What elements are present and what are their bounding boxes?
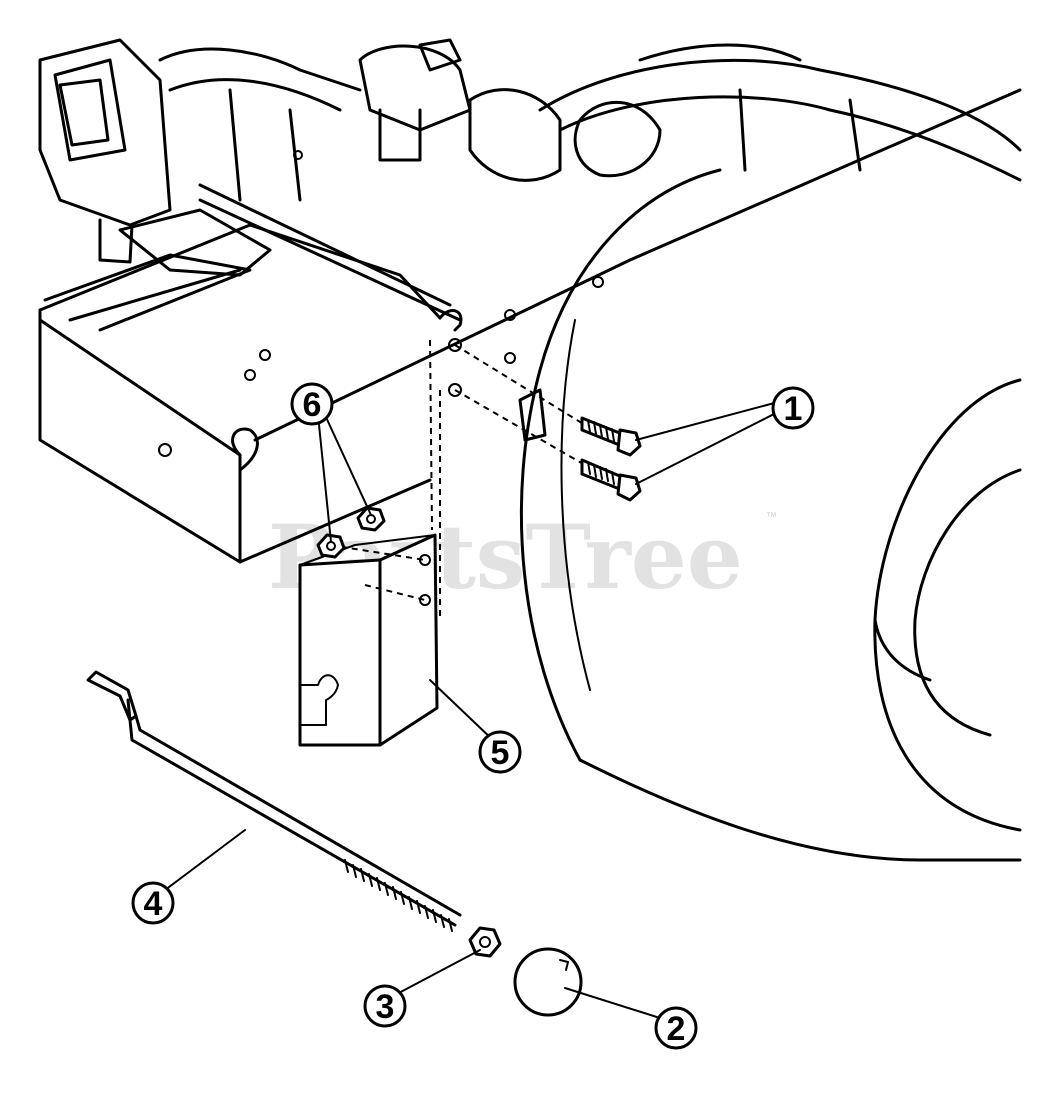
callout-label-2: 2 (667, 1010, 686, 1048)
watermark-trademark: ™ (766, 511, 777, 523)
knob (513, 947, 583, 1017)
callout-1: 1 (771, 386, 815, 430)
threaded-rod (86, 670, 462, 932)
engine-assembly (38, 38, 1022, 264)
callout-5: 5 (478, 730, 522, 774)
callout-4: 4 (131, 881, 175, 925)
rear-tire (519, 168, 1022, 862)
callout-2: 2 (654, 1006, 698, 1050)
frame-rail (38, 88, 1022, 564)
hex-nut (468, 926, 502, 958)
callout-label-4: 4 (144, 885, 163, 923)
callout-label-6: 6 (303, 386, 322, 424)
callout-label-3: 3 (376, 988, 395, 1026)
callout-3: 3 (363, 984, 407, 1028)
callout-label-1: 1 (784, 390, 803, 428)
callout-label-5: 5 (491, 734, 510, 772)
leader-lines (164, 401, 779, 1019)
hex-bolts (454, 344, 642, 502)
callout-6: 6 (290, 382, 334, 426)
mounting-bracket (298, 339, 441, 747)
